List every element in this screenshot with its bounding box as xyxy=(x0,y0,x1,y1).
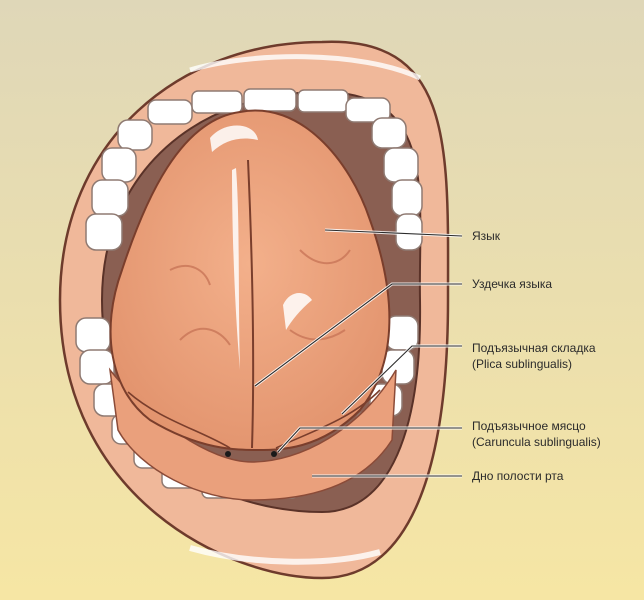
mouth-floor xyxy=(108,367,397,501)
leader-lines xyxy=(254,228,463,478)
label-caruncula-ru: Подъязычное мясцо xyxy=(472,419,586,433)
label-plica-la: (Plica sublingualis) xyxy=(472,357,572,371)
label-frenulum: Уздечка языка xyxy=(472,277,552,291)
lower-lip-highlight xyxy=(189,545,381,565)
frenulum-line xyxy=(247,159,255,449)
label-plica-ru: Подъязычная складка xyxy=(472,341,596,355)
caruncle-left xyxy=(225,451,231,457)
caruncle-right xyxy=(271,451,277,457)
upper-teeth xyxy=(85,88,423,251)
sublingual-fold-left xyxy=(127,391,231,449)
upper-lip-highlight xyxy=(189,54,422,81)
label-caruncula-la: (Caruncula sublingualis) xyxy=(472,435,601,449)
tongue-highlights xyxy=(210,125,312,370)
tongue xyxy=(109,109,391,452)
label-tongue: Язык xyxy=(472,229,501,243)
label-floor: Дно полости рта xyxy=(472,469,564,483)
